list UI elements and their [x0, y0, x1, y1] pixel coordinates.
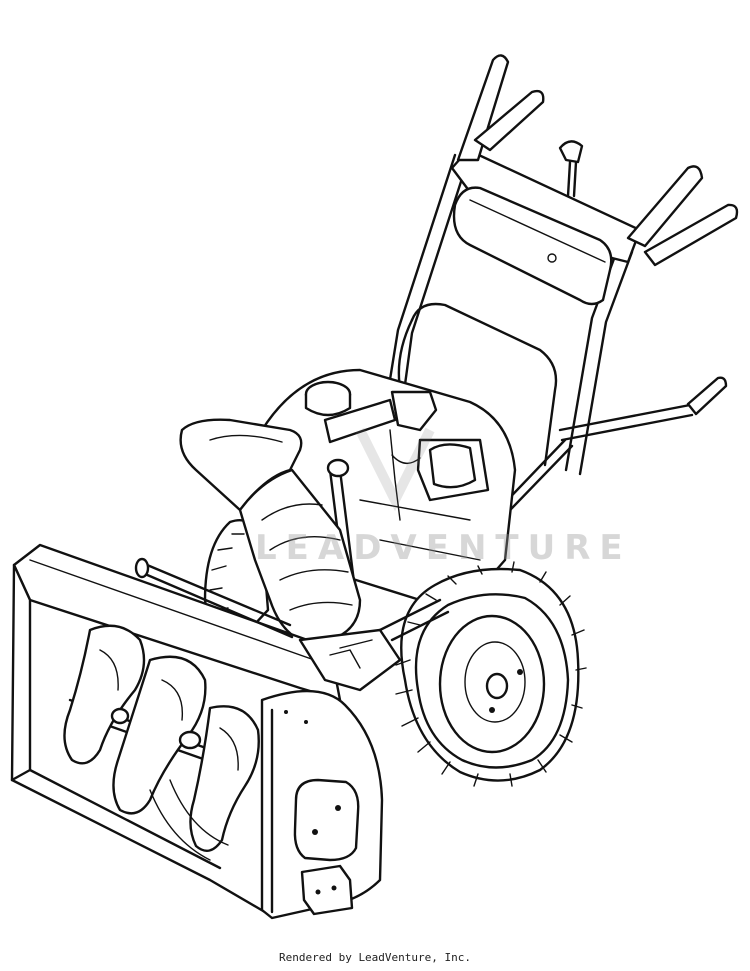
handle-assembly — [386, 54, 739, 568]
auger-housing — [10, 543, 384, 920]
watermark: LEADVENTURE — [255, 528, 632, 568]
augers — [63, 624, 260, 861]
discharge-chute — [179, 418, 362, 642]
watermark-logo — [355, 427, 435, 512]
right-wheel — [395, 561, 587, 787]
drive-linkage — [134, 557, 450, 692]
credit-text: Rendered by LeadVenture, Inc. — [278, 951, 472, 964]
